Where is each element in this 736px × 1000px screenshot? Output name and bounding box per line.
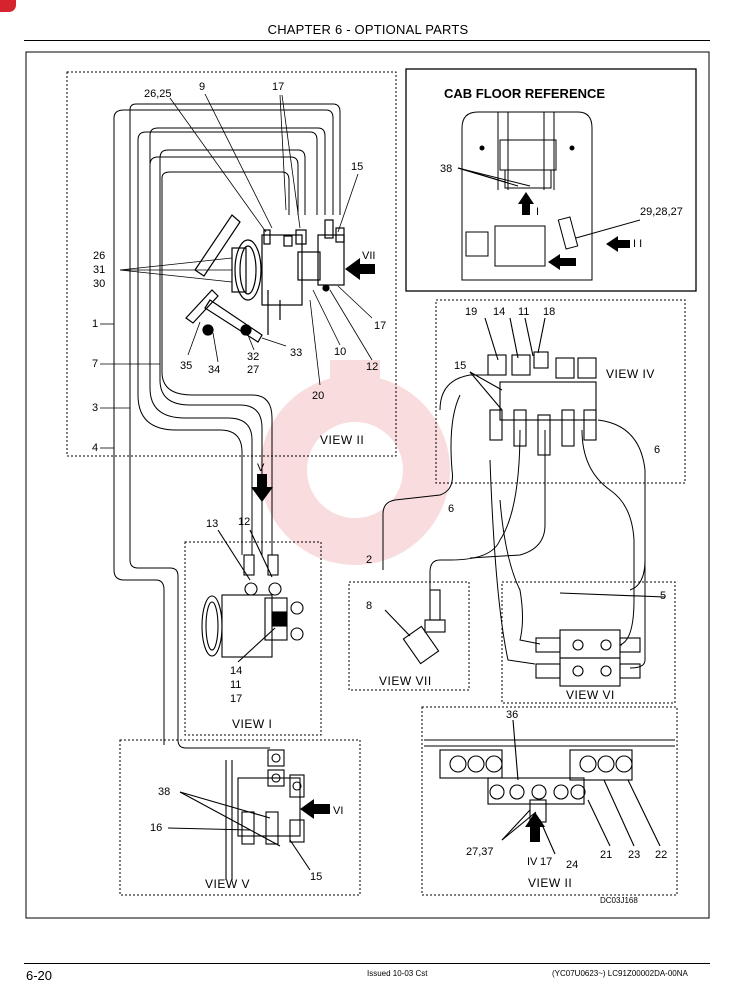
callout-12-b: 12: [238, 516, 251, 528]
callout-15-c: 15: [310, 871, 323, 883]
callout-10: 10: [334, 346, 347, 358]
view-ii-lower-box: [421, 706, 678, 896]
pedal-valve-body: [234, 239, 262, 301]
view-ii-lower-rail-left: [439, 749, 503, 779]
callout-11: 11: [518, 306, 530, 318]
arrow-v: [251, 474, 273, 502]
arrow-iv-label: IV: [527, 856, 538, 868]
view-ii-main-label: VIEW II: [320, 433, 365, 447]
cab-callout-38: 38: [440, 163, 453, 175]
callout-16: 16: [150, 822, 163, 834]
view-v-box: [119, 739, 361, 896]
callout-19: 19: [465, 306, 478, 318]
arrow-iv: [525, 812, 545, 842]
callout-35: 35: [180, 360, 193, 372]
callout-15-b: 15: [454, 360, 467, 372]
view-iv-label: VIEW IV: [606, 367, 655, 381]
callout-31: 31: [93, 264, 106, 276]
arrow-vii-label: VII: [362, 250, 376, 262]
callout-17: 17: [272, 81, 285, 93]
callout-36: 36: [506, 709, 519, 721]
cab-arrow-i-label: I: [536, 206, 540, 218]
callout-34: 34: [208, 364, 221, 376]
page-corner-tab: [0, 0, 16, 12]
callout-27: 27: [247, 364, 260, 376]
callout-14: 14: [493, 306, 506, 318]
view-iv-manifold: [499, 381, 597, 421]
cab-floor-box: [405, 68, 697, 292]
callout-6-b: 6: [448, 503, 455, 515]
callout-33: 33: [290, 347, 303, 359]
arrow-cab-left: [548, 254, 576, 270]
document-codes: (YC07U0623~) LC91Z00002DA-00NA: [552, 969, 688, 978]
callout-26: 26: [93, 250, 106, 262]
callout-17-b: 17: [374, 320, 387, 332]
callout-22: 22: [655, 849, 668, 861]
cab-callout-29-28-27: 29,28,27: [640, 206, 683, 218]
callout-7: 7: [92, 358, 99, 370]
callout-17-c: 17: [230, 693, 243, 705]
callout-14-b: 14: [230, 665, 243, 677]
callout-24: 24: [566, 859, 579, 871]
callout-4: 4: [92, 442, 99, 454]
arrow-i-cab: [518, 192, 534, 215]
view-vi-box: [501, 581, 676, 704]
issued-date: Issued 10-03 Cst: [367, 969, 428, 978]
callout-11-b: 11: [230, 679, 242, 691]
drawing-id: DC03J168: [600, 896, 638, 905]
callout-26-25: 26,25: [144, 88, 172, 100]
callout-2: 2: [366, 554, 373, 566]
callout-32: 32: [247, 351, 260, 363]
callout-23: 23: [628, 849, 641, 861]
arrow-vi-label: VI: [333, 805, 344, 817]
cab-floor-title: CAB FLOOR REFERENCE: [444, 86, 606, 101]
cab-floor-outline: [461, 111, 593, 281]
callout-12: 12: [366, 361, 379, 373]
footer-rule: [24, 963, 710, 964]
callout-5: 5: [660, 590, 667, 602]
hose-7: [149, 127, 326, 215]
view-vii-label: VIEW VII: [379, 674, 432, 688]
callout-18: 18: [543, 306, 556, 318]
callout-6: 6: [654, 444, 661, 456]
view-ii-main-box: [66, 71, 397, 457]
callout-21: 21: [600, 849, 613, 861]
callout-20: 20: [312, 390, 325, 402]
callout-8: 8: [366, 600, 373, 612]
page-number: 6-20: [26, 968, 53, 983]
callout-1: 1: [92, 318, 99, 330]
arrow-ii-cab: [606, 236, 630, 252]
callout-27-37: 27,37: [466, 846, 494, 858]
header-rule: [24, 40, 710, 41]
view-iv-box: [435, 299, 686, 484]
view-i-box: [184, 541, 322, 736]
hose-1: [129, 103, 341, 215]
view-vi-label: VIEW VI: [566, 688, 615, 702]
view-i-pedal-valve: [201, 595, 223, 657]
callout-17-d: 17: [540, 856, 553, 868]
callout-9: 9: [199, 81, 206, 93]
view-vii-fitting: [429, 589, 441, 621]
callout-13: 13: [206, 518, 219, 530]
view-vii-box: [348, 581, 470, 691]
hose-6: [439, 374, 500, 411]
outer-frame: [25, 51, 710, 919]
chapter-title: CHAPTER 6 - OPTIONAL PARTS: [267, 22, 469, 37]
callout-15: 15: [351, 161, 364, 173]
pedal-plate: [194, 214, 241, 277]
arrow-vi: [300, 799, 330, 819]
arrow-v-label: V: [257, 462, 265, 474]
arrow-vii: [345, 258, 375, 280]
callout-38: 38: [158, 786, 171, 798]
callout-30: 30: [93, 278, 106, 290]
callout-3: 3: [92, 402, 99, 414]
watermark: [260, 360, 450, 565]
view-ii-lower-label: VIEW II: [528, 876, 573, 890]
view-i-label: VIEW I: [232, 717, 273, 731]
cab-arrow-ii-label: I I: [633, 238, 643, 250]
view-v-label: VIEW V: [205, 877, 251, 891]
view-v-block: [237, 777, 301, 837]
